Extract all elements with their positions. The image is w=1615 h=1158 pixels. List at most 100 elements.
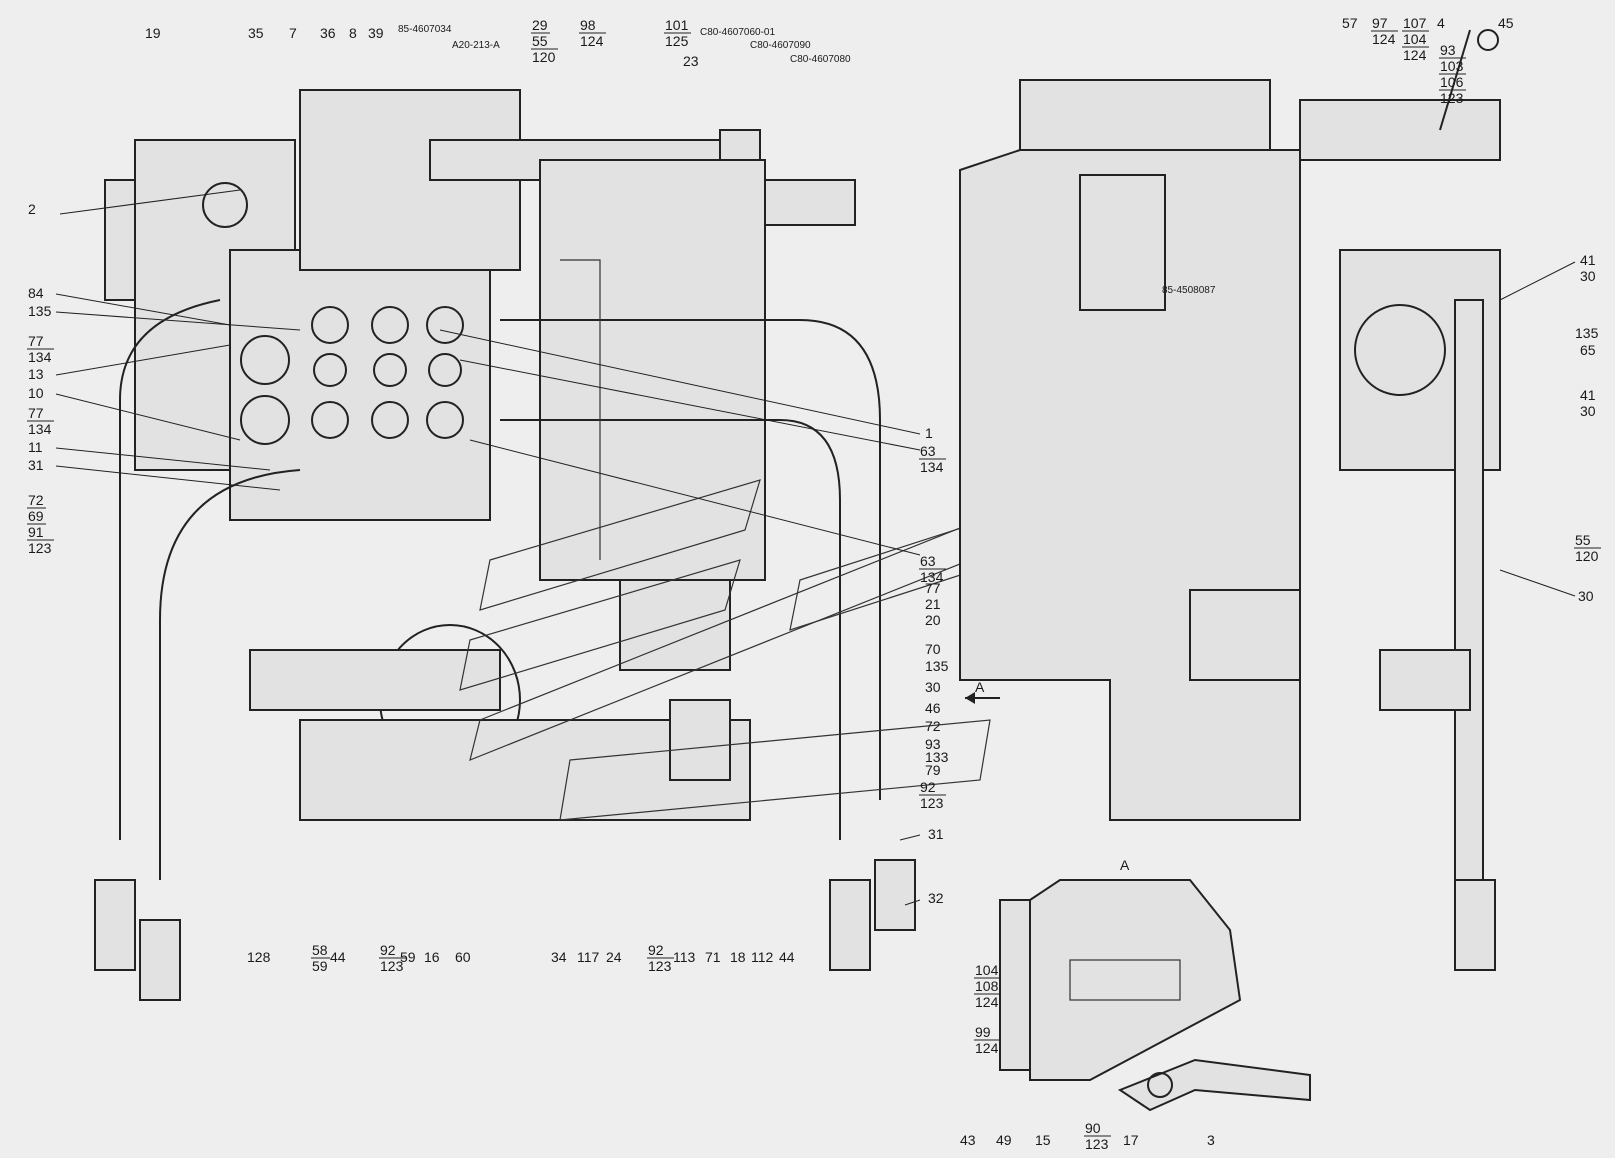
control-lever — [1439, 29, 1471, 131]
view-arrow-label: A — [975, 679, 985, 695]
callout-79: 79 — [925, 762, 941, 778]
callout-23: 23 — [683, 53, 699, 69]
callout-7: 7 — [289, 25, 297, 41]
callout-31: 31 — [28, 457, 44, 473]
stack-callout-s72-2: 91 — [28, 524, 44, 540]
hose-fitting-3 — [829, 879, 871, 971]
stack-callout-s93-2: 106 — [1440, 74, 1464, 90]
callout-57: 57 — [1342, 15, 1358, 31]
top-housing — [1019, 79, 1271, 151]
stack-callout-s101-1: 125 — [665, 33, 689, 49]
part-code-1: 85-4607034 — [398, 24, 452, 35]
callout-72: 72 — [925, 718, 941, 734]
stack-callout-s104-1: 108 — [975, 978, 999, 994]
stack-callout-s63b-1: 134 — [920, 569, 944, 585]
stack-callout-s77b-0: 77 — [28, 405, 44, 421]
arrow-a — [965, 692, 1000, 704]
callout-15: 15 — [1035, 1132, 1051, 1148]
hose-left-1 — [119, 299, 221, 840]
main-case — [959, 149, 1301, 821]
valve-ports — [240, 306, 464, 445]
callout-117: 117 — [577, 949, 600, 965]
cover-plate — [1189, 589, 1301, 681]
stack-callout-s92c-1: 123 — [920, 795, 944, 811]
part-code-4: C80-4607090 — [750, 40, 811, 51]
valve-bracket — [669, 699, 731, 781]
stack-callout-s63a-1: 134 — [920, 459, 944, 475]
stack-callout-s92a-0: 92 — [380, 942, 396, 958]
section-shaft — [1069, 959, 1181, 1001]
callout-39: 39 — [368, 25, 384, 41]
stack-callout-s90-1: 123 — [1085, 1136, 1109, 1152]
lever-knob — [1477, 29, 1499, 51]
housing-flange — [104, 179, 136, 301]
section-flange — [999, 899, 1031, 1071]
stack-callout-s72-0: 72 — [28, 492, 44, 508]
lower-pipe — [249, 649, 501, 711]
callout-49: 49 — [996, 1132, 1012, 1148]
control-rod — [1454, 299, 1484, 921]
stack-callout-s92b-0: 92 — [648, 942, 664, 958]
nameplate — [1079, 174, 1166, 311]
stack-callout-s77b-1: 134 — [28, 421, 52, 437]
section-a-view — [999, 879, 1311, 1112]
callout-13: 13 — [28, 366, 44, 382]
callout-35: 35 — [248, 25, 264, 41]
callout-20: 20 — [925, 612, 941, 628]
callout-43: 43 — [960, 1132, 976, 1148]
callout-41-b: 41 — [1580, 387, 1596, 403]
stack-callout-s104-2: 124 — [975, 994, 999, 1010]
stack-callout-s29-1: 55 — [532, 33, 548, 49]
pipe-end — [759, 179, 856, 226]
stack-callout-s101-0: 101 — [665, 17, 689, 33]
stack-callout-s29-2: 120 — [532, 49, 556, 65]
callout-1: 1 — [925, 425, 933, 441]
stack-callout-s93-0: 93 — [1440, 42, 1456, 58]
right-view — [959, 29, 1501, 971]
callout-3: 3 — [1207, 1132, 1215, 1148]
stack-callout-s55r-1: 120 — [1575, 548, 1599, 564]
stack-callout-s77a-1: 134 — [28, 349, 52, 365]
callout-16: 16 — [424, 949, 440, 965]
callout-30: 30 — [925, 679, 941, 695]
stack-callout-s72-1: 69 — [28, 508, 44, 524]
callout-34: 34 — [551, 949, 567, 965]
callout-44: 44 — [330, 949, 346, 965]
section-title: A — [1120, 857, 1130, 873]
hose-right-2 — [500, 419, 841, 840]
rear-boss — [1379, 649, 1471, 711]
callout-84: 84 — [28, 285, 44, 301]
stack-callout-s29-0: 29 — [532, 17, 548, 33]
stack-callout-s99-0: 99 — [975, 1024, 991, 1040]
callout-112: 112 — [751, 949, 774, 965]
stack-callout-s63b-0: 63 — [920, 553, 936, 569]
callout-113: 113 — [673, 949, 696, 965]
callout-4: 4 — [1437, 15, 1445, 31]
callout-18: 18 — [730, 949, 746, 965]
callout-128: 128 — [247, 949, 271, 965]
stack-callout-s93-3: 123 — [1440, 90, 1464, 106]
section-housing — [1029, 879, 1242, 1081]
callout-10: 10 — [28, 385, 44, 401]
stack-callout-s99-1: 124 — [975, 1040, 999, 1056]
section-handle — [1117, 1058, 1311, 1112]
hose-left-2 — [159, 469, 301, 880]
callout-11: 11 — [28, 439, 43, 455]
stack-callout-s92c-0: 92 — [920, 779, 936, 795]
callout-133: 133 — [925, 749, 949, 765]
stack-callout-s107-0: 107 — [1403, 15, 1427, 31]
stack-callout-s92b-1: 123 — [648, 958, 672, 974]
stack-callout-s98-1: 124 — [580, 33, 604, 49]
leader-lines — [55, 189, 1576, 906]
callout-135: 135 — [28, 303, 52, 319]
stack-callout-s58-1: 59 — [312, 958, 328, 974]
callout-70: 70 — [925, 641, 941, 657]
stack-callout-s58-0: 58 — [312, 942, 328, 958]
stack-callout-s93-1: 103 — [1440, 58, 1464, 74]
upper-linkage — [1299, 99, 1501, 161]
callout-135-b: 135 — [925, 658, 949, 674]
hose-fitting-1 — [94, 879, 136, 971]
callout-59: 59 — [400, 949, 416, 965]
stack-callout-s107-1: 104 — [1403, 31, 1427, 47]
